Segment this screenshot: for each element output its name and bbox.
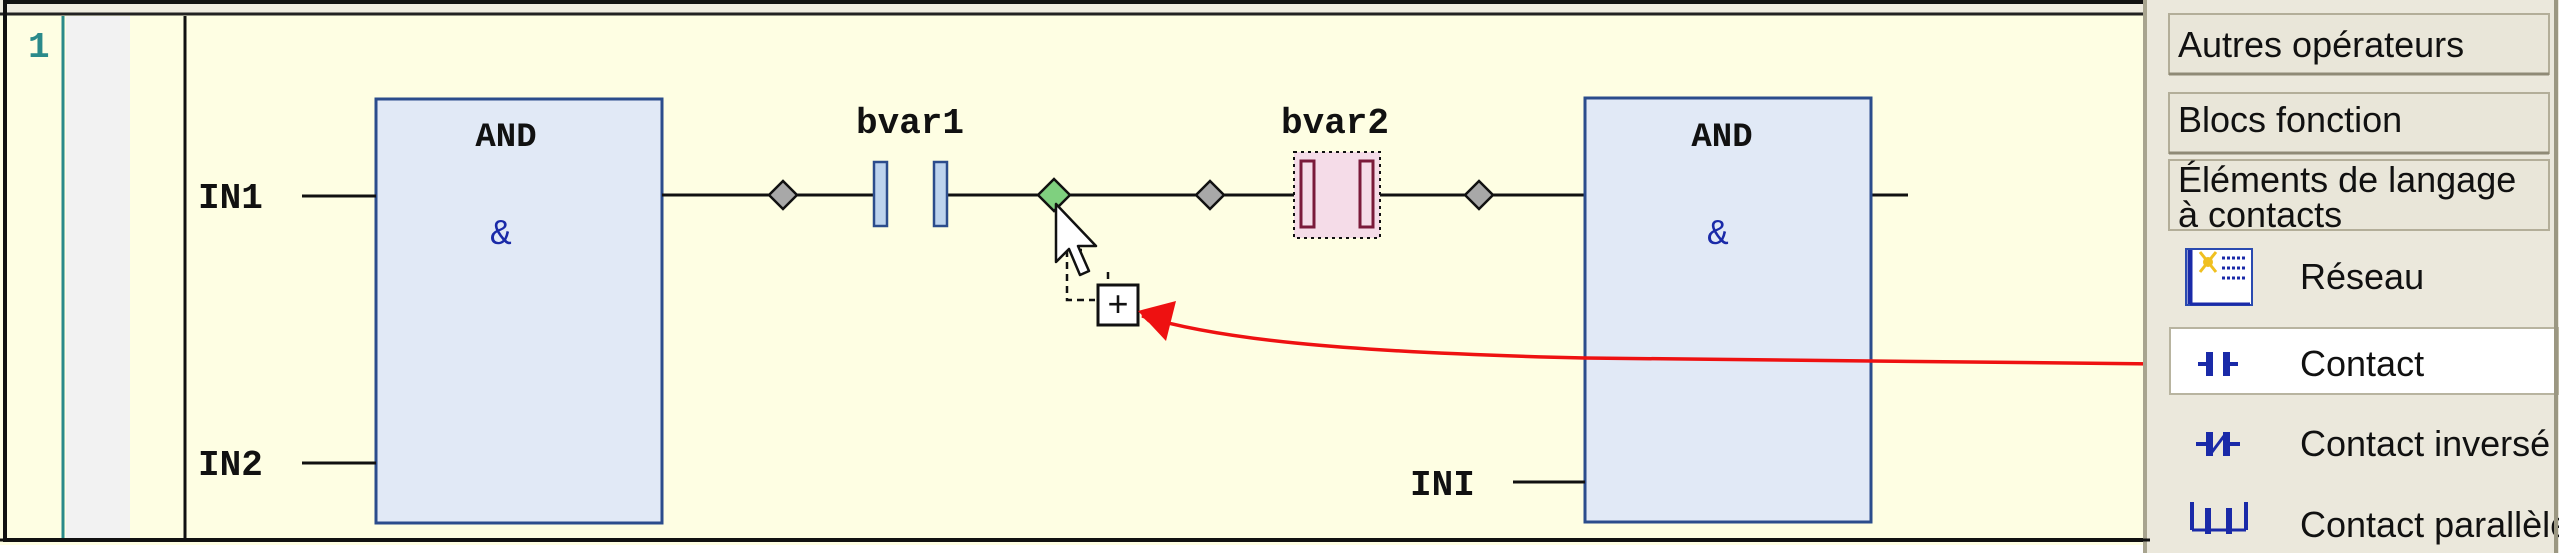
- network-side-strip: [66, 16, 130, 538]
- insert-point-3[interactable]: [1463, 179, 1495, 211]
- input-label-in2[interactable]: IN2: [198, 445, 263, 486]
- and-right-title: AND: [1691, 119, 1752, 157]
- input-label-ini[interactable]: INI: [1410, 465, 1475, 506]
- toolbox-category-ld-elements[interactable]: Éléments de langage à contacts: [2168, 159, 2550, 235]
- drag-arrow: [1141, 314, 2163, 366]
- toolbox-item-contact-parallele[interactable]: Contact parallèle: [2190, 502, 2559, 545]
- insert-point-2[interactable]: [1194, 179, 1226, 211]
- toolbox-category-label-line1: Éléments de langage: [2178, 159, 2516, 200]
- toolbox-category-label: Blocs fonction: [2178, 99, 2402, 140]
- negated-contact-icon: [2196, 432, 2240, 456]
- toolbox-item-contact-inverse[interactable]: Contact inversé: [2196, 423, 2550, 464]
- line-number-gutter: [6, 16, 63, 538]
- contact-bvar1-left-plate: [872, 160, 889, 228]
- toolbox-item-label: Contact: [2300, 343, 2424, 384]
- contact-icon: [2198, 352, 2238, 376]
- toolbox-category-blocs-fonction[interactable]: Blocs fonction: [2168, 92, 2550, 155]
- and-block-left[interactable]: AND &: [374, 97, 664, 525]
- toolbox-item-label: Réseau: [2300, 256, 2424, 297]
- toolbox-panel[interactable]: Autres opérateurs Blocs fonction Élément…: [2143, 0, 2559, 553]
- network-number: 1: [28, 27, 50, 68]
- toolbox-item-contact[interactable]: Contact: [2169, 327, 2559, 395]
- contact-bvar1-label: bvar1: [856, 103, 964, 144]
- and-block-right[interactable]: AND &: [1583, 96, 1873, 524]
- ld-editor[interactable]: 1 AND & IN1 IN2 bvar1: [0, 0, 2150, 545]
- toolbox-item-label: Contact parallèle: [2300, 504, 2559, 545]
- insert-point-1[interactable]: [767, 179, 799, 211]
- insert-point-drop-target[interactable]: [1036, 177, 1072, 213]
- input-label-in1[interactable]: IN1: [198, 178, 263, 219]
- contact-bvar2-label: bvar2: [1281, 103, 1389, 144]
- contact-bvar2-left-plate: [1299, 159, 1316, 229]
- and-left-symbol: &: [490, 214, 512, 255]
- contact-bvar1-right-plate: [932, 160, 949, 228]
- insert-plus-symbol: +: [1107, 283, 1128, 324]
- and-left-title: AND: [475, 119, 536, 157]
- and-right-symbol: &: [1707, 214, 1729, 255]
- mouse-cursor-icon: [1054, 202, 1098, 277]
- contact-bvar2-right-plate: [1358, 159, 1375, 229]
- drag-arrow-head: [1138, 301, 1176, 341]
- toolbox-category-label-line2: à contacts: [2178, 194, 2342, 235]
- toolbox-category-autres-operateurs[interactable]: Autres opérateurs: [2168, 13, 2550, 76]
- contact-bvar1[interactable]: bvar1: [856, 103, 964, 228]
- toolbox-item-label: Contact inversé: [2300, 423, 2550, 464]
- contact-bvar2[interactable]: bvar2: [1281, 103, 1389, 239]
- insert-plus-box: [1096, 283, 1140, 327]
- parallel-contact-icon: [2190, 502, 2248, 534]
- network-icon: [2185, 248, 2253, 306]
- toolbox-category-label: Autres opérateurs: [2178, 24, 2464, 65]
- toolbox-item-reseau[interactable]: Réseau: [2185, 248, 2424, 306]
